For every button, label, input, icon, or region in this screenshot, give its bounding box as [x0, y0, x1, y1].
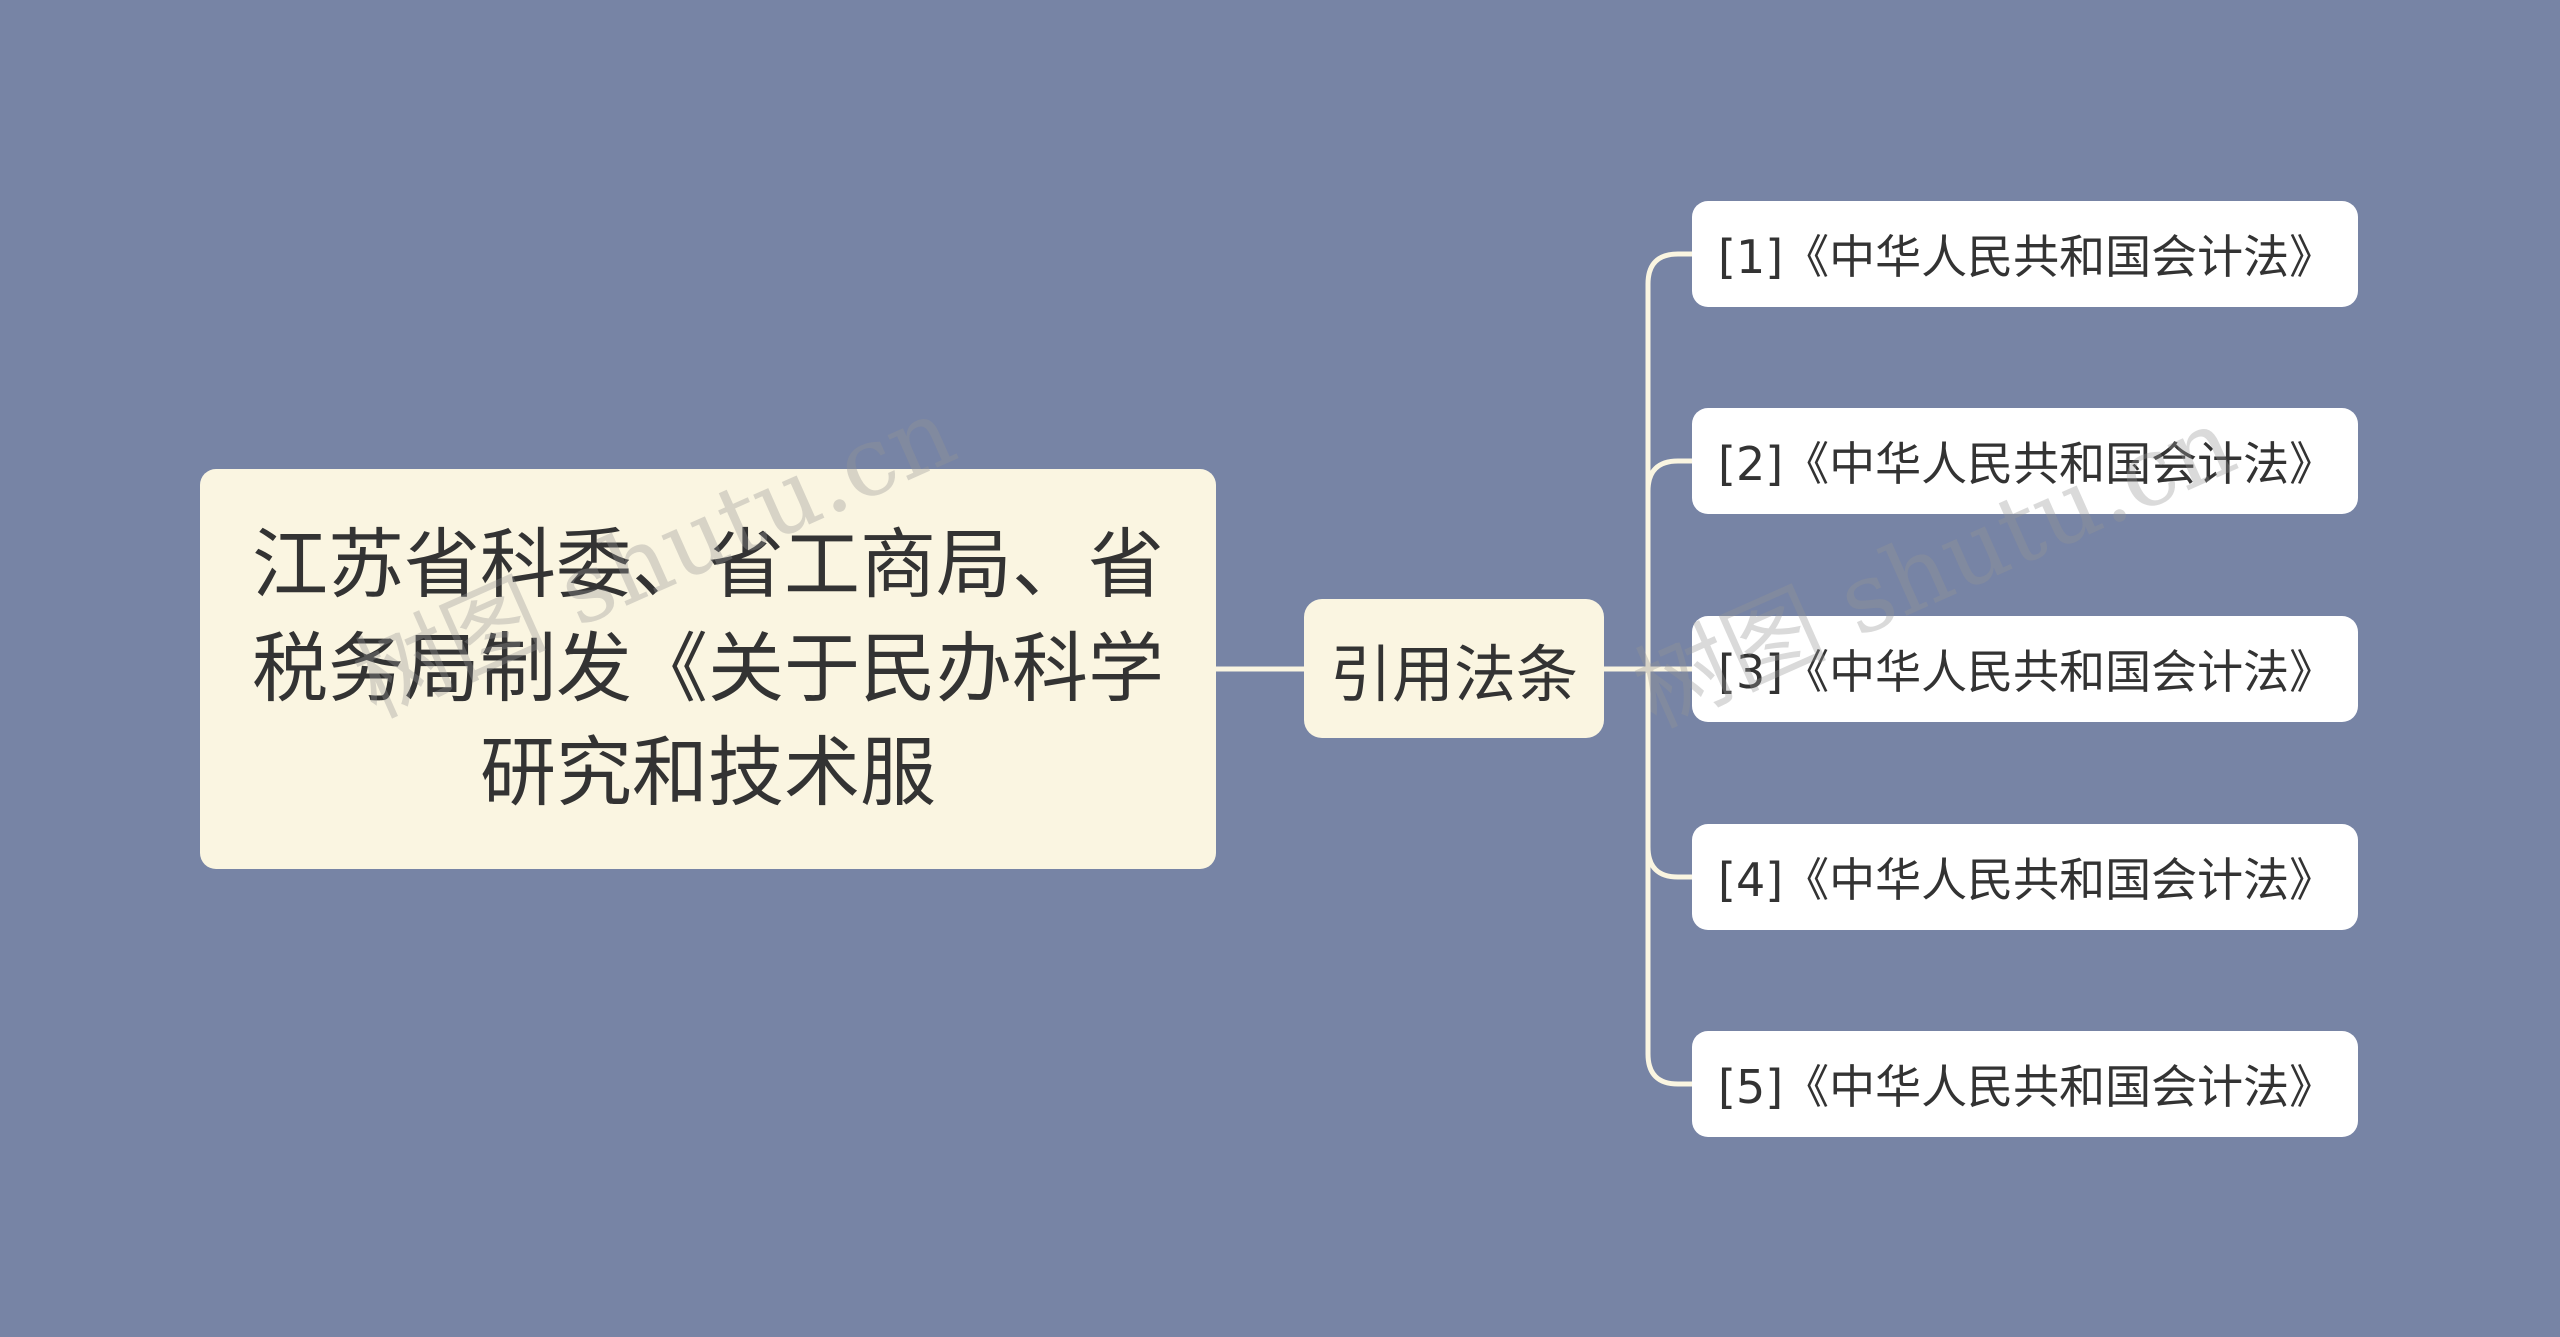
leaf-topic-label: [1]《中华人民共和国会计法》	[1718, 230, 2336, 284]
root-topic-label: 江苏省科委、省工商局、省税务局制发《关于民办科学研究和技术服	[252, 520, 1164, 817]
branch-topic-node[interactable]: 引用法条	[1304, 599, 1604, 738]
root-topic-node[interactable]: 江苏省科委、省工商局、省税务局制发《关于民办科学研究和技术服	[200, 469, 1216, 869]
leaf-topic-node-2[interactable]: [2]《中华人民共和国会计法》	[1692, 408, 2358, 514]
leaf-topic-label: [4]《中华人民共和国会计法》	[1718, 853, 2336, 907]
leaf-connector-5	[1645, 669, 1692, 1087]
branch-topic-label: 引用法条	[1329, 637, 1578, 711]
leaf-topic-label: [2]《中华人民共和国会计法》	[1718, 437, 2336, 491]
leaf-topic-label: [3]《中华人民共和国会计法》	[1718, 645, 2336, 699]
leaf-topic-node-4[interactable]: [4]《中华人民共和国会计法》	[1692, 824, 2358, 930]
leaf-topic-node-1[interactable]: [1]《中华人民共和国会计法》	[1692, 201, 2358, 307]
leaf-topic-node-5[interactable]: [5]《中华人民共和国会计法》	[1692, 1031, 2358, 1137]
leaf-connector-4	[1645, 669, 1692, 880]
leaf-topic-node-3[interactable]: [3]《中华人民共和国会计法》	[1692, 616, 2358, 722]
leaf-connector-2	[1645, 458, 1692, 669]
leaf-connector-1	[1645, 251, 1692, 669]
leaf-topic-label: [5]《中华人民共和国会计法》	[1718, 1060, 2336, 1114]
